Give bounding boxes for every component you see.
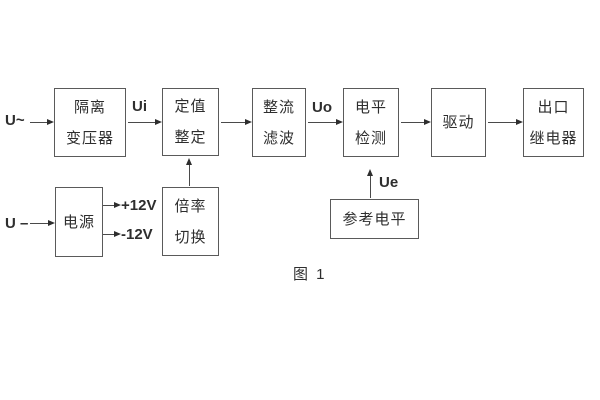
arrow-power-plus12v-icon — [103, 201, 121, 208]
signal-label-plus-12v: +12V — [121, 197, 157, 214]
box-power: 电源 — [55, 187, 103, 257]
arrow-ratio-to-setting-icon — [185, 158, 192, 186]
box-value-setting-label-line2: 整定 — [174, 129, 207, 146]
box-value-setting-label-line1: 定值 — [174, 98, 207, 115]
box-ratio-switch-label-line1: 倍率 — [174, 197, 207, 215]
arrow-filter-to-detect-icon — [308, 118, 343, 125]
box-isolation-transformer-label-line2: 变压器 — [65, 129, 114, 147]
signal-label-minus-12v: -12V — [121, 226, 153, 243]
box-reference-level-label: 参考电平 — [342, 210, 407, 228]
box-outlet-relay-label-line2: 继电器 — [529, 129, 578, 147]
box-isolation-transformer: 隔离 变压器 — [54, 88, 126, 157]
box-drive: 驱动 — [431, 88, 486, 157]
signal-label-uo: Uo — [312, 99, 332, 116]
box-outlet-relay-label-line1: 出口 — [537, 98, 570, 116]
box-ratio-switch: 倍率 切换 — [162, 187, 219, 256]
box-rectify-filter: 整流 滤波 — [252, 88, 306, 157]
box-rectify-filter-label-line2: 滤波 — [262, 129, 295, 147]
figure-caption: 图 1 — [293, 266, 327, 283]
box-level-detect: 电平 检测 — [343, 88, 399, 157]
signal-label-ue: Ue — [379, 174, 399, 191]
box-level-detect-label-line2: 检测 — [354, 129, 387, 147]
signal-label-dc-input: U – — [5, 215, 29, 232]
box-isolation-transformer-label-line1: 隔离 — [73, 98, 106, 116]
arrow-power-minus12v-icon — [103, 230, 121, 237]
arrow-drive-to-relay-icon — [488, 118, 523, 125]
arrow-dc-input-icon — [30, 219, 55, 226]
box-drive-label: 驱动 — [442, 114, 475, 131]
box-power-label: 电源 — [62, 213, 95, 231]
box-value-setting: 定值 整定 — [162, 88, 219, 156]
box-reference-level: 参考电平 — [330, 199, 419, 239]
signal-label-ui: Ui — [132, 98, 147, 115]
arrow-reference-ue-icon — [366, 169, 373, 198]
box-ratio-switch-label-line2: 切换 — [174, 228, 207, 246]
arrow-ac-input-icon — [30, 118, 54, 125]
box-outlet-relay: 出口 继电器 — [523, 88, 584, 157]
arrow-transformer-to-setting-icon — [128, 118, 162, 125]
arrow-setting-to-filter-icon — [221, 118, 252, 125]
box-level-detect-label-line1: 电平 — [354, 98, 387, 116]
arrow-detect-to-drive-icon — [401, 118, 431, 125]
box-rectify-filter-label-line1: 整流 — [262, 98, 295, 116]
signal-label-ac-input: U~ — [5, 112, 25, 129]
